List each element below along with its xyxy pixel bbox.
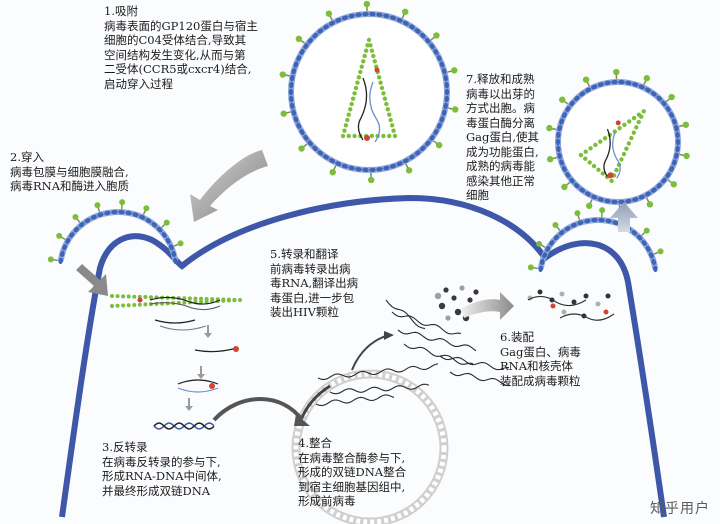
transcribed-rna-strands (315, 299, 511, 407)
arrow-into-cytoplasm (76, 264, 108, 296)
budding-membrane-patch (527, 207, 664, 273)
step-assembly-label: 6.装配 Gag蛋白、病毒 RNA和核壳体 装配成病毒颗粒 (500, 330, 620, 388)
step-description: 在病毒反转录的参与下, 形成RNA-DNA中间体, 并最终形成双链DNA (102, 454, 222, 498)
arrow-to-assembly (462, 292, 514, 320)
host-cell-membrane (59, 194, 667, 518)
step-release-label: 7.释放和成熟 病毒以出芽的 方式出胞。病 毒蛋白酶分离 Gag蛋白,使其 成为… (466, 72, 566, 203)
step-description: 前病毒转录出病 毒RNA,翻译出病 毒蛋白,进一步包 装出HIV颗粒 (270, 261, 359, 320)
step-integration-label: 4.整合 在病毒整合酶参与下, 形成的双链DNA整合 到宿主细胞基因组中, 形成… (298, 436, 448, 509)
step-description: 病毒以出芽的 方式出胞。病 毒蛋白酶分离 Gag蛋白,使其 成为功能蛋白, 成熟… (466, 86, 540, 203)
step-title: 1.吸附 (104, 4, 138, 18)
step-title: 6.装配 (500, 330, 534, 344)
entering-capsid (110, 294, 242, 311)
watermark: 知乎用户 (650, 501, 710, 517)
step-description: Gag蛋白、病毒 RNA和核壳体 装配成病毒颗粒 (500, 344, 581, 388)
step-title: 4.整合 (298, 436, 332, 450)
arrow-virion-to-cell (190, 150, 268, 222)
step-attachment-label: 1.吸附 病毒表面的GP120蛋白与宿主 细胞的C04受体结合,导致其 空间结构… (104, 4, 314, 91)
step-description: 在病毒整合酶参与下, 形成的双链DNA整合 到宿主细胞基因组中, 形成前病毒 (298, 450, 407, 509)
reverse-transcription-intermediates (153, 319, 239, 430)
fusion-membrane-patch (47, 199, 184, 265)
step-title: 2.穿入 (10, 150, 44, 164)
step-title: 5.转录和翻译 (270, 247, 339, 261)
step-penetration-label: 2.穿入 病毒包膜与细胞膜融合, 病毒RNA和酶进入胞质 (10, 150, 200, 194)
arrow-to-integration (212, 397, 304, 422)
arrow-transcription-out (351, 335, 387, 371)
step-reverse-transcription-label: 3.反转录 在病毒反转录的参与下, 形成RNA-DNA中间体, 并最终形成双链D… (102, 440, 282, 498)
step-description: 病毒包膜与细胞膜融合, 病毒RNA和酶进入胞质 (10, 164, 130, 194)
step-description: 病毒表面的GP120蛋白与宿主 细胞的C04受体结合,导致其 空间结构发生变化,… (104, 18, 258, 91)
step-title: 7.释放和成熟 (466, 72, 535, 86)
released-virion (546, 68, 690, 216)
viral-protein-cluster (434, 285, 615, 322)
attaching-virion (279, 0, 459, 184)
step-transcription-label: 5.转录和翻译 前病毒转录出病 毒RNA,翻译出病 毒蛋白,进一步包 装出HIV… (270, 247, 400, 320)
arrow-release-up (610, 202, 638, 232)
step-title: 3.反转录 (102, 440, 148, 454)
